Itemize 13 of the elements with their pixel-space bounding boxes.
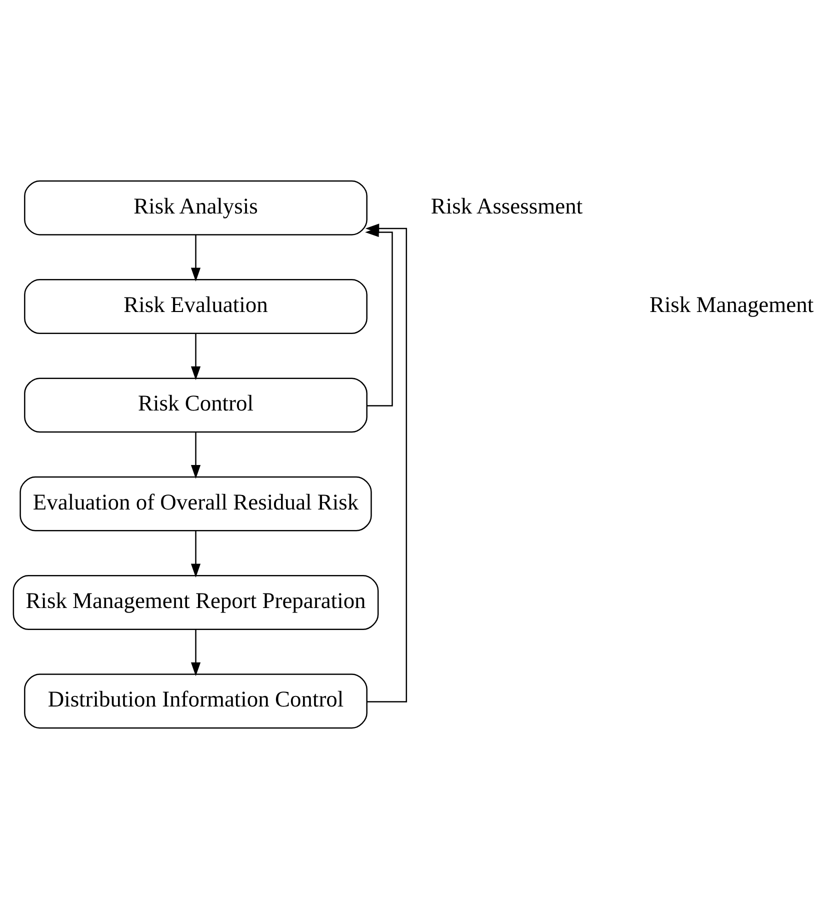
node-box: Evaluation of Overall Residual Risk <box>20 476 372 532</box>
node-box: Risk Management Report Preparation <box>12 575 379 630</box>
label: Risk Assessment <box>430 193 583 218</box>
arrow <box>190 432 201 479</box>
node-box: Distribution Information Control <box>24 674 368 729</box>
node-box: Risk Analysis <box>24 180 368 236</box>
arrow <box>190 333 201 380</box>
label: Risk Management <box>649 292 814 318</box>
arrow <box>190 234 201 282</box>
node-box: Risk Evaluation <box>24 279 368 334</box>
arrow <box>190 530 201 578</box>
node-box: Risk Control <box>24 378 368 433</box>
arrow <box>190 629 201 676</box>
